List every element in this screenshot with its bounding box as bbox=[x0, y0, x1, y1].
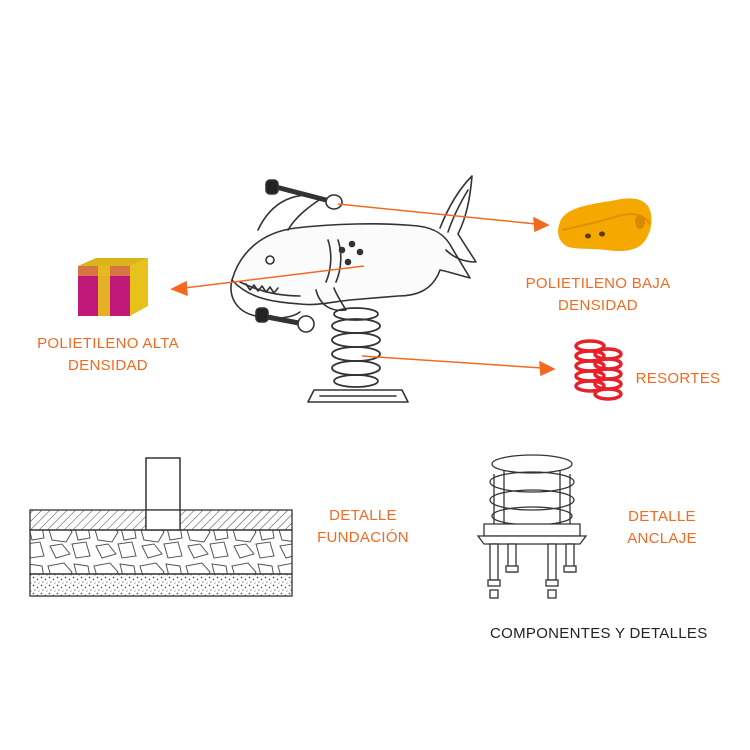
shark-tail bbox=[439, 175, 477, 263]
gravel-layer bbox=[29, 573, 293, 597]
stone-layer bbox=[29, 529, 293, 575]
label-ldpe-line2: DENSIDAD bbox=[558, 297, 638, 314]
arrow-hdpe bbox=[183, 265, 365, 289]
foundation-detail bbox=[29, 457, 293, 597]
shark-teeth bbox=[245, 283, 279, 294]
shark-eye bbox=[265, 255, 275, 265]
label-hdpe-line1: POLIETILENO ALTA bbox=[37, 335, 179, 352]
shark-body bbox=[231, 223, 471, 306]
label-anchor: DETALLE ANCLAJE bbox=[612, 506, 712, 550]
label-anchor-line1: DETALLE bbox=[628, 508, 696, 525]
callout-arrows bbox=[170, 203, 556, 377]
arrow-ldpe bbox=[337, 203, 537, 225]
caption: COMPONENTES Y DETALLES bbox=[490, 625, 708, 642]
label-foundation-line2: FUNDACIÓN bbox=[317, 529, 409, 546]
anchor-plate bbox=[483, 523, 581, 537]
label-hdpe: POLIETILENO ALTA DENSIDAD bbox=[30, 333, 186, 377]
coil-spring bbox=[331, 307, 381, 388]
red-springs-icon bbox=[574, 339, 623, 401]
arrow-springs bbox=[361, 355, 543, 369]
label-ldpe: POLIETILENO BAJA DENSIDAD bbox=[520, 273, 676, 317]
label-foundation: DETALLE FUNDACIÓN bbox=[308, 505, 418, 549]
label-springs: RESORTES bbox=[628, 368, 728, 390]
ldpe-part-icon bbox=[558, 198, 652, 252]
anchor-bolts bbox=[487, 543, 577, 599]
anchor-detail bbox=[476, 454, 588, 599]
label-hdpe-line2: DENSIDAD bbox=[68, 357, 148, 374]
lower-footrest bbox=[255, 307, 315, 333]
shark-handle-loop bbox=[257, 194, 323, 231]
label-springs-line1: RESORTES bbox=[635, 370, 721, 387]
label-anchor-line2: ANCLAJE bbox=[627, 530, 697, 547]
hdpe-block-icon bbox=[78, 258, 148, 316]
label-ldpe-line1: POLIETILENO BAJA bbox=[525, 275, 671, 292]
shark-fin bbox=[315, 287, 347, 312]
upper-handle bbox=[265, 179, 343, 210]
label-foundation-line1: DETALLE bbox=[329, 507, 397, 524]
shark-spring-rider bbox=[230, 175, 477, 403]
